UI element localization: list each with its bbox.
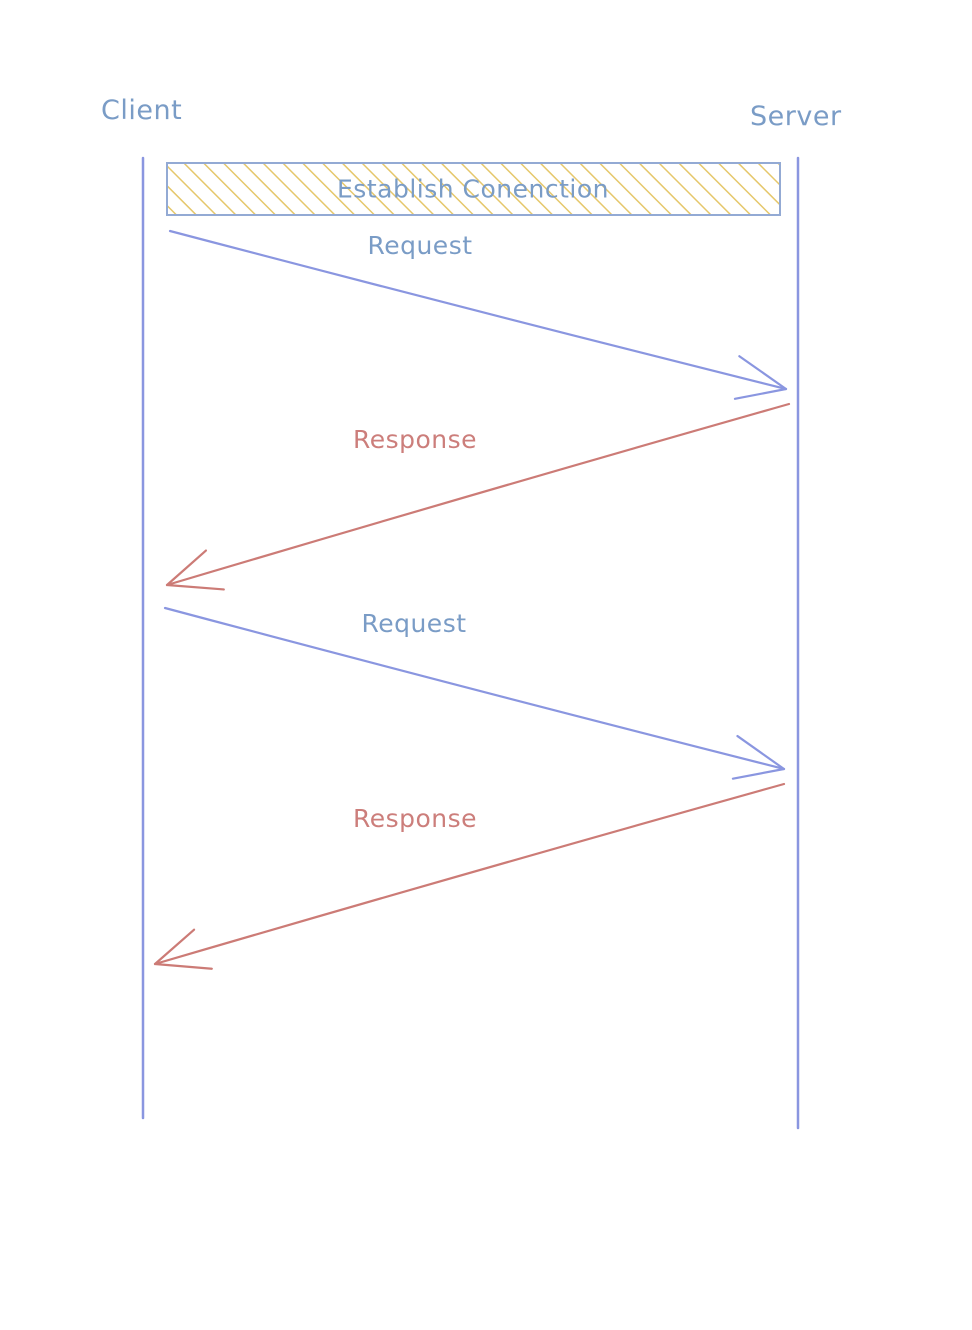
message-label-response-2: Response bbox=[352, 804, 478, 833]
message-label-request-2: Request bbox=[361, 609, 467, 638]
actor-label-client: Client bbox=[101, 95, 183, 126]
message-label-request-1: Request bbox=[367, 231, 473, 260]
message-arrow-request-2 bbox=[163, 606, 786, 780]
message-arrow-request-1 bbox=[168, 229, 788, 400]
message-label-response-1: Response bbox=[352, 425, 478, 454]
message-arrow-response-1 bbox=[165, 402, 791, 591]
banner-label-establish-connection: Establish Conenction bbox=[337, 174, 609, 204]
establish-connection-banner bbox=[166, 162, 781, 216]
actor-label-server: Server bbox=[750, 101, 842, 132]
message-arrow-response-2 bbox=[153, 782, 786, 970]
